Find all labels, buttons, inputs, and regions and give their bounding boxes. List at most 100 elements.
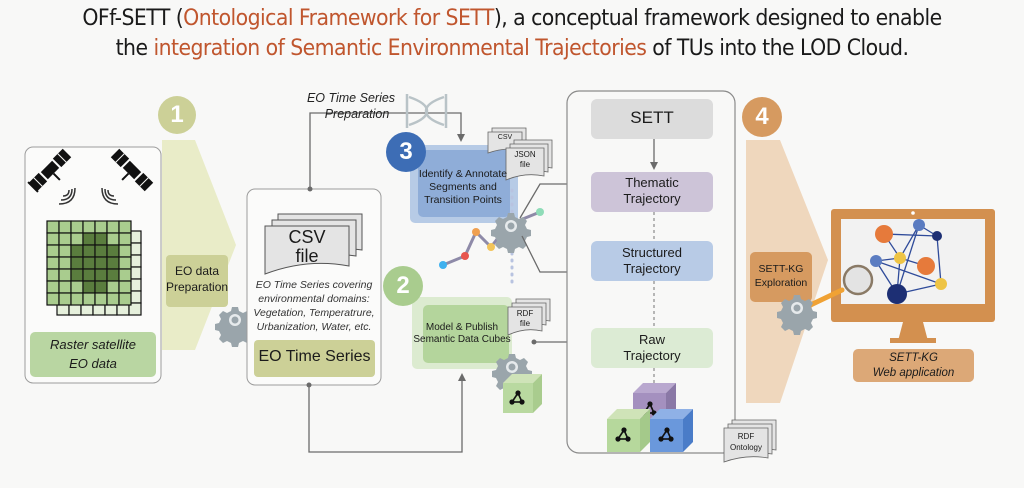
graph-edge <box>875 260 942 285</box>
rdf-ontology-label: RDF Ontology <box>729 432 763 452</box>
raster-cell <box>70 292 84 306</box>
csv-file-icon <box>264 213 363 275</box>
raster-cell <box>58 268 72 282</box>
step-2-number: 2 <box>396 272 410 299</box>
json-file-label: JSON file <box>514 150 536 169</box>
graph-node <box>932 231 942 241</box>
graph-node <box>913 219 925 231</box>
connector-time-series-to-step2 <box>306 373 466 453</box>
knowledge-graph-icon <box>870 219 947 304</box>
raster-cell <box>106 232 120 246</box>
sett-header-box <box>591 99 713 139</box>
raster-cell <box>58 220 72 234</box>
rdf-file-icon <box>507 298 551 336</box>
web-app-label-box <box>853 349 974 382</box>
step-4-number: 4 <box>755 103 769 130</box>
data-cube-icon-green <box>607 409 650 452</box>
raster-cell <box>118 268 132 282</box>
raster-cell <box>70 232 84 246</box>
satellite-icon-left <box>27 148 72 193</box>
raster-cell <box>70 244 84 258</box>
time-series-preparation-label: EO Time Series Preparation <box>306 91 396 121</box>
raster-cell <box>94 244 108 258</box>
graph-edge <box>896 224 920 295</box>
structured-trajectory-label: Structured Trajectory <box>622 245 682 276</box>
data-cube-icon-blue <box>650 409 693 452</box>
raster-cell <box>46 280 60 294</box>
raster-cell <box>46 220 60 234</box>
raster-source-label: Raster satellite EO data <box>50 337 136 371</box>
raster-cell <box>82 268 96 282</box>
raster-cell <box>118 256 132 270</box>
raster-cell <box>106 220 120 234</box>
graph-node <box>870 255 882 267</box>
eo-data-preparation-label: EO data Preparation <box>166 264 229 294</box>
step-3-number: 3 <box>399 138 413 165</box>
rdf-ontology-file-icon <box>723 419 777 463</box>
structured-trajectory-box <box>591 241 713 281</box>
raster-cell <box>82 232 96 246</box>
graph-node <box>894 252 906 264</box>
raster-cell <box>46 244 60 258</box>
thematic-trajectory-label: Thematic Trajectory <box>623 175 681 206</box>
raster-cell <box>118 232 132 246</box>
raster-cell <box>94 220 108 234</box>
filter-icon <box>405 94 448 128</box>
raster-cell <box>118 280 132 294</box>
raster-cell <box>82 292 96 306</box>
step-4-badge <box>742 97 782 137</box>
raster-cell <box>82 256 96 270</box>
csv-small-file-label: CSV <box>497 134 513 141</box>
eo-time-series-label: EO Time Series <box>258 348 371 365</box>
raster-cell-back <box>128 302 142 316</box>
graph-node <box>887 284 907 304</box>
raster-cell <box>106 292 120 306</box>
diagram-title: OFf-SETT (Ontological Framework for SETT… <box>36 4 988 64</box>
raw-trajectory-label: Raw Trajectory <box>623 332 681 363</box>
gear-icon-step3 <box>491 213 531 253</box>
time-series-description: EO Time Series covering environmental do… <box>253 279 375 333</box>
graph-node <box>935 278 947 290</box>
raster-cell <box>58 244 72 258</box>
title-highlight-2: integration of Semantic Environmental Tr… <box>153 36 647 61</box>
graph-node <box>917 257 935 275</box>
data-cube-icon-step2 <box>503 374 542 413</box>
step-3-badge <box>386 132 426 172</box>
raster-cell <box>94 268 108 282</box>
raster-cell <box>58 292 72 306</box>
step-2-block <box>412 297 512 369</box>
raster-cell <box>46 268 60 282</box>
raster-cell <box>58 256 72 270</box>
raster-cell <box>106 244 120 258</box>
raster-cell <box>82 220 96 234</box>
raster-cell <box>58 280 72 294</box>
raster-cell <box>46 256 60 270</box>
raster-cell <box>94 256 108 270</box>
sett-header-label: SETT <box>630 108 674 127</box>
raster-cell <box>70 280 84 294</box>
title-highlight-1: Ontological Framework for SETT <box>183 6 494 31</box>
raster-cell <box>70 256 84 270</box>
raw-trajectory-box <box>591 328 713 368</box>
step-3-block <box>410 145 518 223</box>
raster-cell <box>118 244 132 258</box>
raster-cell <box>82 244 96 258</box>
step-1-number: 1 <box>170 101 184 128</box>
raster-cell <box>94 232 108 246</box>
web-app-label: SETT-KG Web application <box>872 352 955 379</box>
thematic-trajectory-box <box>591 172 713 212</box>
graph-edge <box>936 235 942 285</box>
raster-label-box <box>30 332 156 377</box>
step-1-badge <box>158 96 196 134</box>
step-2-badge <box>383 266 423 306</box>
rdf-file-label: RDF file <box>516 309 534 328</box>
raster-cell <box>58 232 72 246</box>
signal-waves-left <box>58 187 76 205</box>
gear-icon-step4 <box>777 295 817 335</box>
raster-cell <box>106 268 120 282</box>
raster-cell <box>106 280 120 294</box>
raster-cell <box>94 280 108 294</box>
title-line-1: OFf-SETT (Ontological Framework for SETT… <box>82 6 942 31</box>
step-3-label: Identify & Annotate Segments and Transit… <box>418 168 508 206</box>
